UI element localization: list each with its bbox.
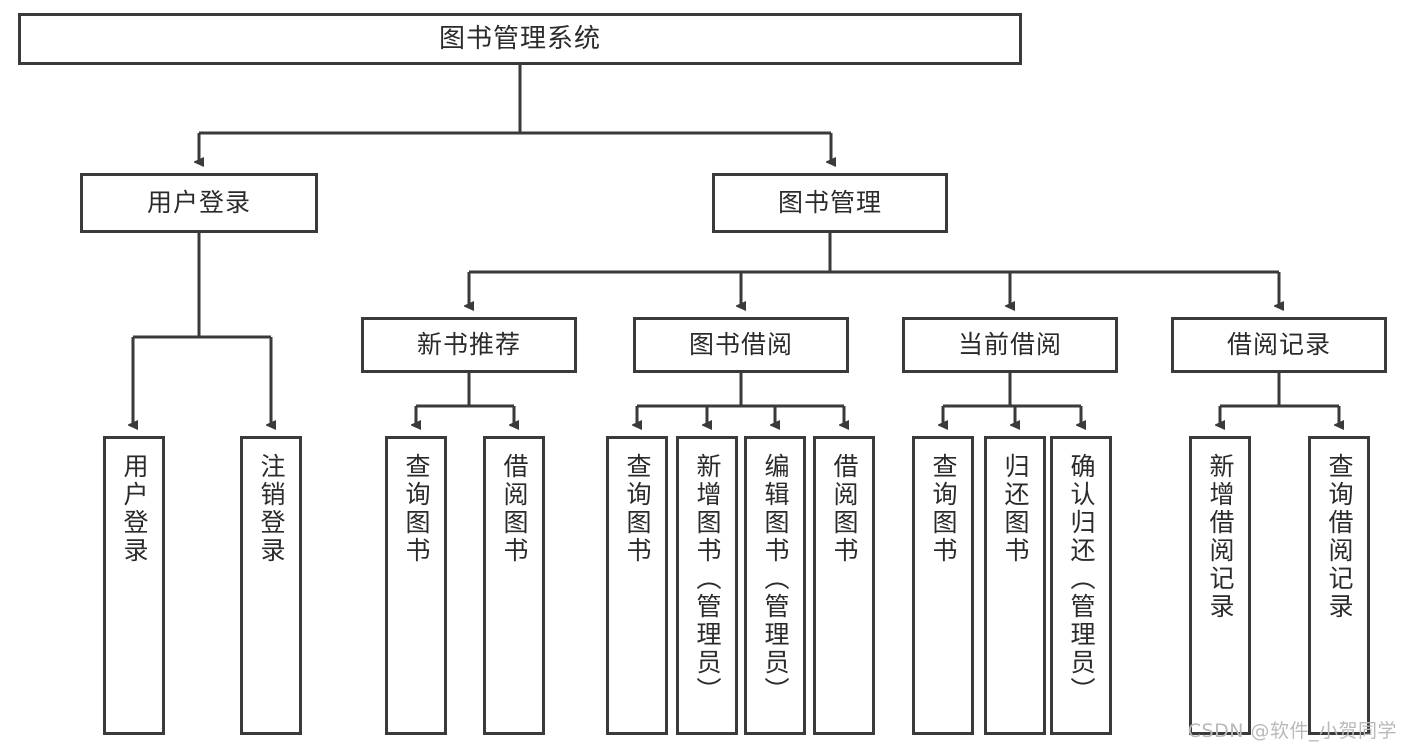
node-leaf-borrow-book-2-label: 借阅图书 <box>830 453 859 565</box>
node-leaf-query-book-3-label: 查询图书 <box>929 453 958 565</box>
node-borrow-record-label: 借阅记录 <box>1226 330 1331 360</box>
node-leaf-query-record-label: 查询借阅记录 <box>1325 453 1354 621</box>
node-root[interactable]: 图书管理系统 <box>18 13 1022 65</box>
node-user-login[interactable]: 用户登录 <box>80 173 318 233</box>
csdn-watermark: CSDN @软件_小贺同学 <box>1187 720 1397 742</box>
node-leaf-query-record[interactable]: 查询借阅记录 <box>1308 436 1370 735</box>
node-leaf-confirm-ret[interactable]: 确认归还（管理员） <box>1050 436 1112 735</box>
node-leaf-query-book-2-label: 查询图书 <box>623 453 652 565</box>
node-leaf-return-book-label: 归还图书 <box>1001 453 1030 565</box>
node-leaf-add-record-label: 新增借阅记录 <box>1206 453 1235 621</box>
node-book-borrow-label: 图书借阅 <box>688 330 793 360</box>
node-leaf-borrow-book-2[interactable]: 借阅图书 <box>813 436 875 735</box>
node-leaf-add-record[interactable]: 新增借阅记录 <box>1189 436 1251 735</box>
node-user-login-label: 用户登录 <box>146 188 251 218</box>
node-leaf-query-book-3[interactable]: 查询图书 <box>912 436 974 735</box>
node-leaf-user-logout-label: 注销登录 <box>257 453 286 565</box>
node-leaf-query-book-1-label: 查询图书 <box>402 453 431 565</box>
node-new-book-rec-label: 新书推荐 <box>416 330 521 360</box>
node-leaf-query-book-1[interactable]: 查询图书 <box>385 436 447 735</box>
node-leaf-return-book[interactable]: 归还图书 <box>984 436 1046 735</box>
node-leaf-confirm-ret-label: 确认归还（管理员） <box>1067 453 1096 705</box>
node-book-borrow[interactable]: 图书借阅 <box>633 317 849 373</box>
node-book-manage-label: 图书管理 <box>777 188 882 218</box>
node-leaf-borrow-book-1-label: 借阅图书 <box>500 453 529 565</box>
node-leaf-edit-book-label: 编辑图书（管理员） <box>761 453 790 705</box>
node-leaf-add-book[interactable]: 新增图书（管理员） <box>676 436 738 735</box>
node-current-borrow-label: 当前借阅 <box>957 330 1062 360</box>
node-root-label: 图书管理系统 <box>438 23 601 54</box>
node-leaf-user-login[interactable]: 用户登录 <box>103 436 165 735</box>
node-leaf-query-book-2[interactable]: 查询图书 <box>606 436 668 735</box>
node-leaf-user-login-label: 用户登录 <box>120 453 149 565</box>
node-book-manage[interactable]: 图书管理 <box>712 173 948 233</box>
node-leaf-add-book-label: 新增图书（管理员） <box>693 453 722 705</box>
node-borrow-record[interactable]: 借阅记录 <box>1171 317 1387 373</box>
node-new-book-rec[interactable]: 新书推荐 <box>361 317 577 373</box>
node-leaf-edit-book[interactable]: 编辑图书（管理员） <box>744 436 806 735</box>
node-leaf-user-logout[interactable]: 注销登录 <box>240 436 302 735</box>
node-current-borrow[interactable]: 当前借阅 <box>902 317 1118 373</box>
node-leaf-borrow-book-1[interactable]: 借阅图书 <box>483 436 545 735</box>
